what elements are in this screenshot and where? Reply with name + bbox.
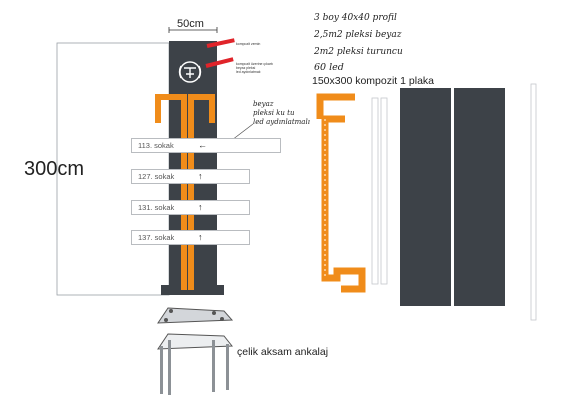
note-anchor: çelik aksam ankalaj (237, 346, 329, 358)
anchor-bottom-frame (157, 333, 234, 395)
logo-mark (178, 61, 202, 83)
street-sign-label: 131. sokak (138, 203, 175, 212)
orange-plexi-side-view (316, 93, 366, 293)
plexi-box-leader (231, 123, 254, 141)
composite-plate-left (400, 88, 451, 306)
logo-callout-arrow (205, 57, 234, 68)
street-sign: 127. sokak ↑ (131, 169, 250, 184)
logo-tiny-label: kompozit üzerine çıkartı beyaz pleksi le… (236, 62, 273, 74)
anchor-top-plate (157, 307, 234, 324)
plexi-box-note: beyaz pleksi ku tu led aydınlatmalı (253, 100, 310, 126)
composite-tiny-label: kompozit zemin (236, 42, 261, 46)
white-plexi-strip (380, 97, 388, 285)
composite-plate-right (454, 88, 505, 306)
arrow-up-icon: ↑ (198, 232, 203, 242)
profile-bar (530, 83, 537, 321)
white-plexi-strip (371, 97, 379, 285)
note-white-plexi: 2,5m2 pleksi beyaz (314, 30, 402, 40)
note-composite: 150x300 kompozit 1 plaka (312, 75, 434, 87)
street-sign: 113. sokak ← (131, 138, 281, 153)
street-sign: 131. sokak ↑ (131, 200, 250, 215)
arrow-up-icon: ↑ (198, 202, 203, 212)
street-sign-label: 137. sokak (138, 233, 175, 242)
street-sign: 137. sokak ↑ (131, 230, 250, 245)
street-sign-label: 127. sokak (138, 172, 175, 181)
street-sign-label: 113. sokak (138, 141, 174, 150)
note-orange-plexi: 2m2 pleksi turuncu (314, 47, 403, 57)
note-profile: 3 boy 40x40 profil (314, 13, 397, 23)
note-led: 60 led (314, 62, 344, 73)
composite-callout-arrow (206, 38, 235, 48)
orange-plexi-frame (155, 94, 215, 290)
height-dimension-label: 300cm (24, 158, 85, 180)
arrow-up-icon: ↑ (198, 171, 203, 181)
arrow-left-icon: ← (198, 140, 207, 150)
width-dimension-label: 50cm (177, 18, 204, 30)
